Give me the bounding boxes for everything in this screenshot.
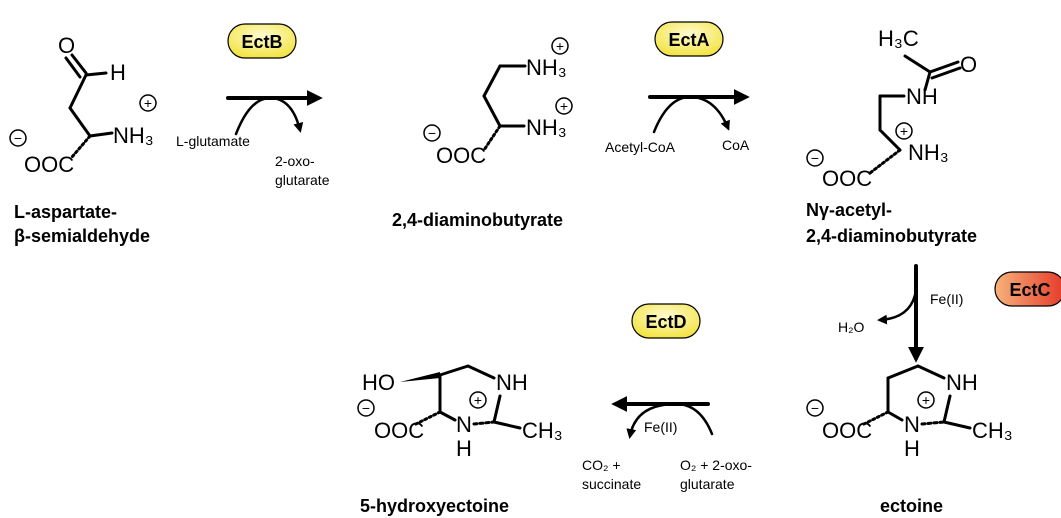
ectc-curved-arrow — [877, 288, 918, 325]
minus-charge-icon — [357, 399, 375, 417]
atom-ooc: OOC — [436, 143, 486, 168]
aspartate-name-line2: β-semialdehyde — [14, 226, 150, 246]
atom-n: N — [456, 412, 472, 437]
enzyme-ecta-badge — [654, 21, 724, 57]
enzyme-ectd-label: EctD — [645, 312, 686, 332]
atom-ho: HO — [362, 370, 395, 395]
atom-ooc: OOC — [822, 418, 872, 443]
minus-charge-icon — [9, 129, 27, 147]
svg-text:+: + — [556, 38, 564, 54]
ecta-input-label: Acetyl-CoA — [605, 139, 676, 155]
svg-text:−: − — [428, 125, 436, 141]
minus-charge-icon — [423, 124, 441, 142]
ectb-curved-arrow — [234, 96, 304, 136]
atom-nh3: NH₃ — [908, 140, 949, 165]
atom-nh3-alpha: NH₃ — [526, 115, 567, 140]
acetyl-dab-name-line1: Nγ-acetyl- — [806, 200, 892, 220]
ectd-curved-arrow — [626, 402, 714, 439]
atom-nh: NH — [906, 84, 938, 109]
svg-text:+: + — [922, 392, 930, 408]
svg-text:−: − — [811, 150, 819, 166]
enzyme-ectc-label: EctC — [1009, 280, 1050, 300]
enzyme-ecta-label: EctA — [668, 30, 709, 50]
ectd-input-label-line2: glutarate — [680, 476, 735, 492]
svg-text:−: − — [14, 130, 22, 146]
minus-charge-icon — [806, 399, 824, 417]
enzyme-ectd-badge — [631, 303, 701, 339]
svg-text:−: − — [811, 400, 819, 416]
acetyl-diaminobutyrate-structure: H₃C O NH NH₃ + OOC − — [806, 26, 977, 191]
aspartate-semialdehyde-structure: O H NH₃ + OOC − — [9, 33, 157, 177]
atom-o: O — [58, 33, 75, 58]
hydroxyectoine-structure: HO NH N H CH₃ + OOC − — [357, 364, 563, 461]
enzyme-ectb-badge — [227, 23, 297, 59]
plus-charge-icon — [469, 391, 487, 409]
svg-text:+: + — [474, 392, 482, 408]
diaminobutyrate-name: 2,4-diaminobutyrate — [392, 210, 563, 230]
ectd-output-label-line1: CO₂ + — [582, 457, 621, 473]
diaminobutyrate-structure: NH₃ + NH₃ + OOC − — [423, 37, 573, 168]
enzyme-ectb-label: EctB — [241, 32, 282, 52]
atom-nh: NH — [946, 370, 978, 395]
plus-charge-icon — [551, 37, 569, 55]
svg-text:+: + — [900, 123, 908, 139]
plus-charge-icon — [917, 391, 935, 409]
svg-text:+: + — [144, 95, 152, 111]
ectoine-name: ectoine — [880, 496, 943, 516]
atom-h: H — [456, 436, 472, 461]
enzyme-ectc-badge — [994, 271, 1061, 307]
atom-o: O — [960, 52, 977, 77]
ectc-output-label: H₂O — [838, 319, 865, 335]
atom-n: N — [904, 412, 920, 437]
wedge-bond — [400, 372, 440, 382]
atom-h: H — [110, 60, 126, 85]
svg-text:+: + — [560, 98, 568, 114]
plus-charge-icon — [555, 97, 573, 115]
ectd-output-label-line2: succinate — [582, 476, 641, 492]
atom-h3c: H₃C — [878, 26, 919, 51]
ectoine-structure: NH N H CH₃ + OOC − — [806, 364, 1013, 461]
atom-ch3: CH₃ — [972, 418, 1013, 443]
atom-nh3: NH₃ — [113, 123, 154, 148]
acetyl-dab-name-line2: 2,4-diaminobutyrate — [806, 226, 977, 246]
plus-charge-icon — [895, 122, 913, 140]
minus-charge-icon — [806, 149, 824, 167]
ecta-curved-arrow — [652, 95, 730, 134]
atom-nh: NH — [496, 370, 528, 395]
atom-ooc: OOC — [24, 152, 74, 177]
ectb-input-label: L-glutamate — [176, 133, 250, 149]
ectb-output-label-line2: glutarate — [275, 172, 330, 188]
atom-nh3-top: NH₃ — [526, 55, 567, 80]
ectd-input-label-line1: O₂ + 2-oxo- — [680, 457, 752, 473]
plus-charge-icon — [139, 94, 157, 112]
ectc-cofactor-label: Fe(II) — [930, 291, 963, 307]
svg-text:−: − — [362, 400, 370, 416]
atom-ooc: OOC — [822, 166, 872, 191]
atom-ooc: OOC — [374, 418, 424, 443]
ecta-output-label: CoA — [722, 137, 750, 153]
atom-ch3: CH₃ — [522, 418, 563, 443]
ectb-output-label-line1: 2-oxo- — [275, 153, 315, 169]
aspartate-name-line1: L-aspartate- — [14, 202, 117, 222]
hydroxyectoine-name: 5-hydroxyectoine — [360, 496, 509, 516]
ectd-cofactor-label: Fe(II) — [644, 419, 677, 435]
atom-h: H — [904, 436, 920, 461]
